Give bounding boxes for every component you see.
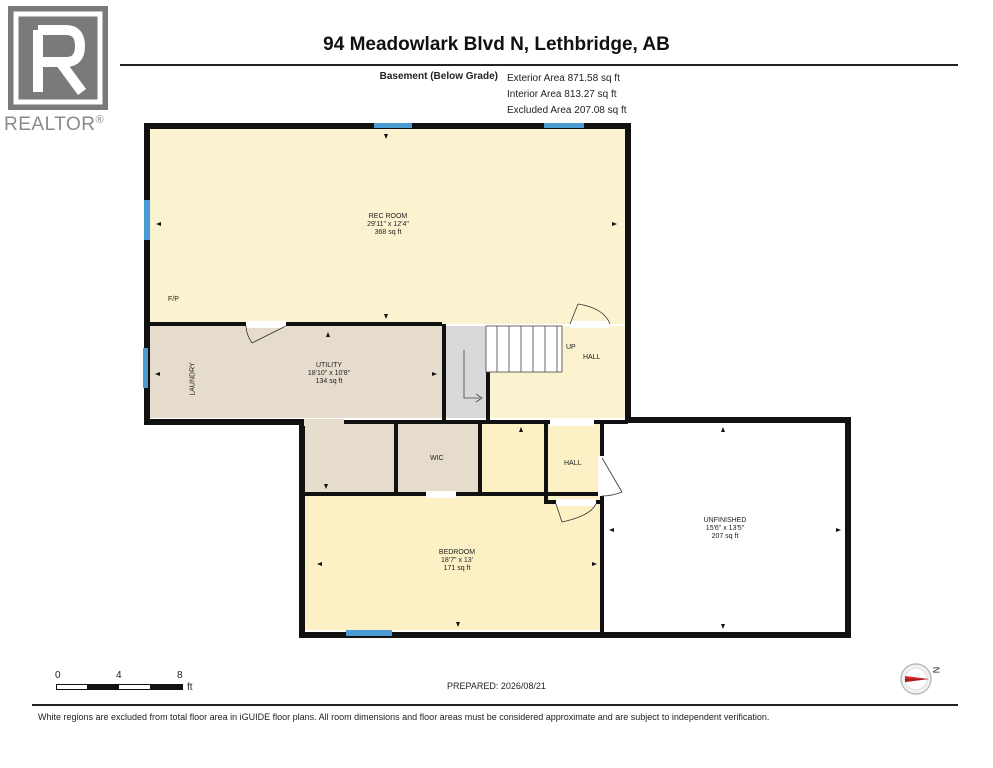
hall-lower-label: HALL — [564, 460, 582, 467]
bedroom-name: BEDROOM — [438, 549, 476, 556]
rec-room-fill — [150, 128, 626, 324]
stairs-fill — [446, 326, 488, 418]
rec-room-name: REC ROOM — [368, 213, 408, 220]
laundry-label: LAUNDRY — [189, 362, 197, 396]
door-gap-hall — [570, 321, 610, 328]
disclaimer: White regions are excluded from total fl… — [38, 712, 770, 722]
opening-utility-lower — [304, 419, 344, 426]
compass-icon — [900, 663, 932, 695]
wic-fill-2 — [398, 424, 478, 493]
bedroom-dims: 18'7" x 13' — [440, 557, 474, 564]
windows — [143, 123, 584, 636]
stairs — [463, 325, 563, 403]
utility-lower-fill-2 — [304, 424, 394, 493]
realtor-logo-text: REALTOR® — [4, 114, 105, 135]
unfinished-label: UNFINISHED 15'6" x 13'5" 207 sq ft — [704, 517, 747, 541]
door-gap-bedroom — [556, 499, 596, 506]
unfinished-fill — [604, 424, 848, 634]
fireplace-label: F/P — [168, 296, 179, 303]
floor-plan — [143, 123, 851, 638]
rec-room-dims: 29'11" x 12'4" — [367, 221, 409, 228]
compass: N — [899, 661, 942, 697]
exterior-area: Exterior Area 871.58 sq ft — [507, 73, 620, 84]
rec-room-label: REC ROOM 29'11" x 12'4" 368 sq ft — [367, 213, 409, 237]
scale-bar — [56, 684, 183, 690]
unfinished-name: UNFINISHED — [703, 517, 747, 524]
floor-level: Basement (Below Grade) — [379, 71, 498, 82]
utility-label: UTILITY 18'10" x 10'8" 134 sq ft — [308, 362, 350, 386]
utility-dims: 18'10" x 10'8" — [307, 370, 351, 377]
dimension-arrows — [155, 134, 841, 629]
compass-label: N — [931, 666, 942, 674]
up-label: UP — [566, 344, 576, 351]
opening-hall-lower — [550, 419, 594, 426]
bedroom-area: 171 sq ft — [443, 565, 471, 572]
bedroom-label: BEDROOM 18'7" x 13' 171 sq ft — [439, 549, 475, 573]
rec-room-area: 368 sq ft — [374, 229, 402, 236]
realtor-logo-mark — [8, 6, 108, 110]
scale-tick-4: 4 — [116, 670, 122, 681]
utility-area: 134 sq ft — [315, 378, 343, 385]
interior-area: Interior Area 813.27 sq ft — [507, 89, 617, 100]
utility-fill — [146, 326, 442, 418]
excluded-area: Excluded Area 207.08 sq ft — [507, 105, 627, 116]
door-gap-unfinished — [598, 456, 605, 496]
area-summary: Exterior Area 871.58 sq ft Interior Area… — [507, 71, 627, 119]
hall-lower-fill — [548, 424, 598, 502]
header-divider — [120, 64, 958, 66]
scale-tick-0: 0 — [55, 670, 61, 681]
door-swings — [245, 303, 623, 523]
prepared-date: PREPARED: 2026/08/21 — [447, 681, 546, 691]
hall-upper-label: HALL — [583, 354, 601, 361]
scale-unit: ft — [187, 682, 193, 693]
opening-wic — [426, 491, 456, 498]
unfinished-dims: 15'6" x 13'5" — [705, 525, 745, 532]
door-gap-utility — [246, 321, 286, 328]
realtor-logo: REALTOR® — [4, 6, 116, 135]
exterior-walls — [144, 123, 851, 638]
scale-tick-8: 8 — [177, 670, 183, 681]
wic-label: WIC — [430, 455, 444, 462]
property-address: 94 Meadowlark Blvd N, Lethbridge, AB — [323, 34, 670, 55]
footer-divider — [32, 704, 958, 706]
utility-name: UTILITY — [315, 362, 343, 369]
unfinished-area: 207 sq ft — [711, 533, 739, 540]
